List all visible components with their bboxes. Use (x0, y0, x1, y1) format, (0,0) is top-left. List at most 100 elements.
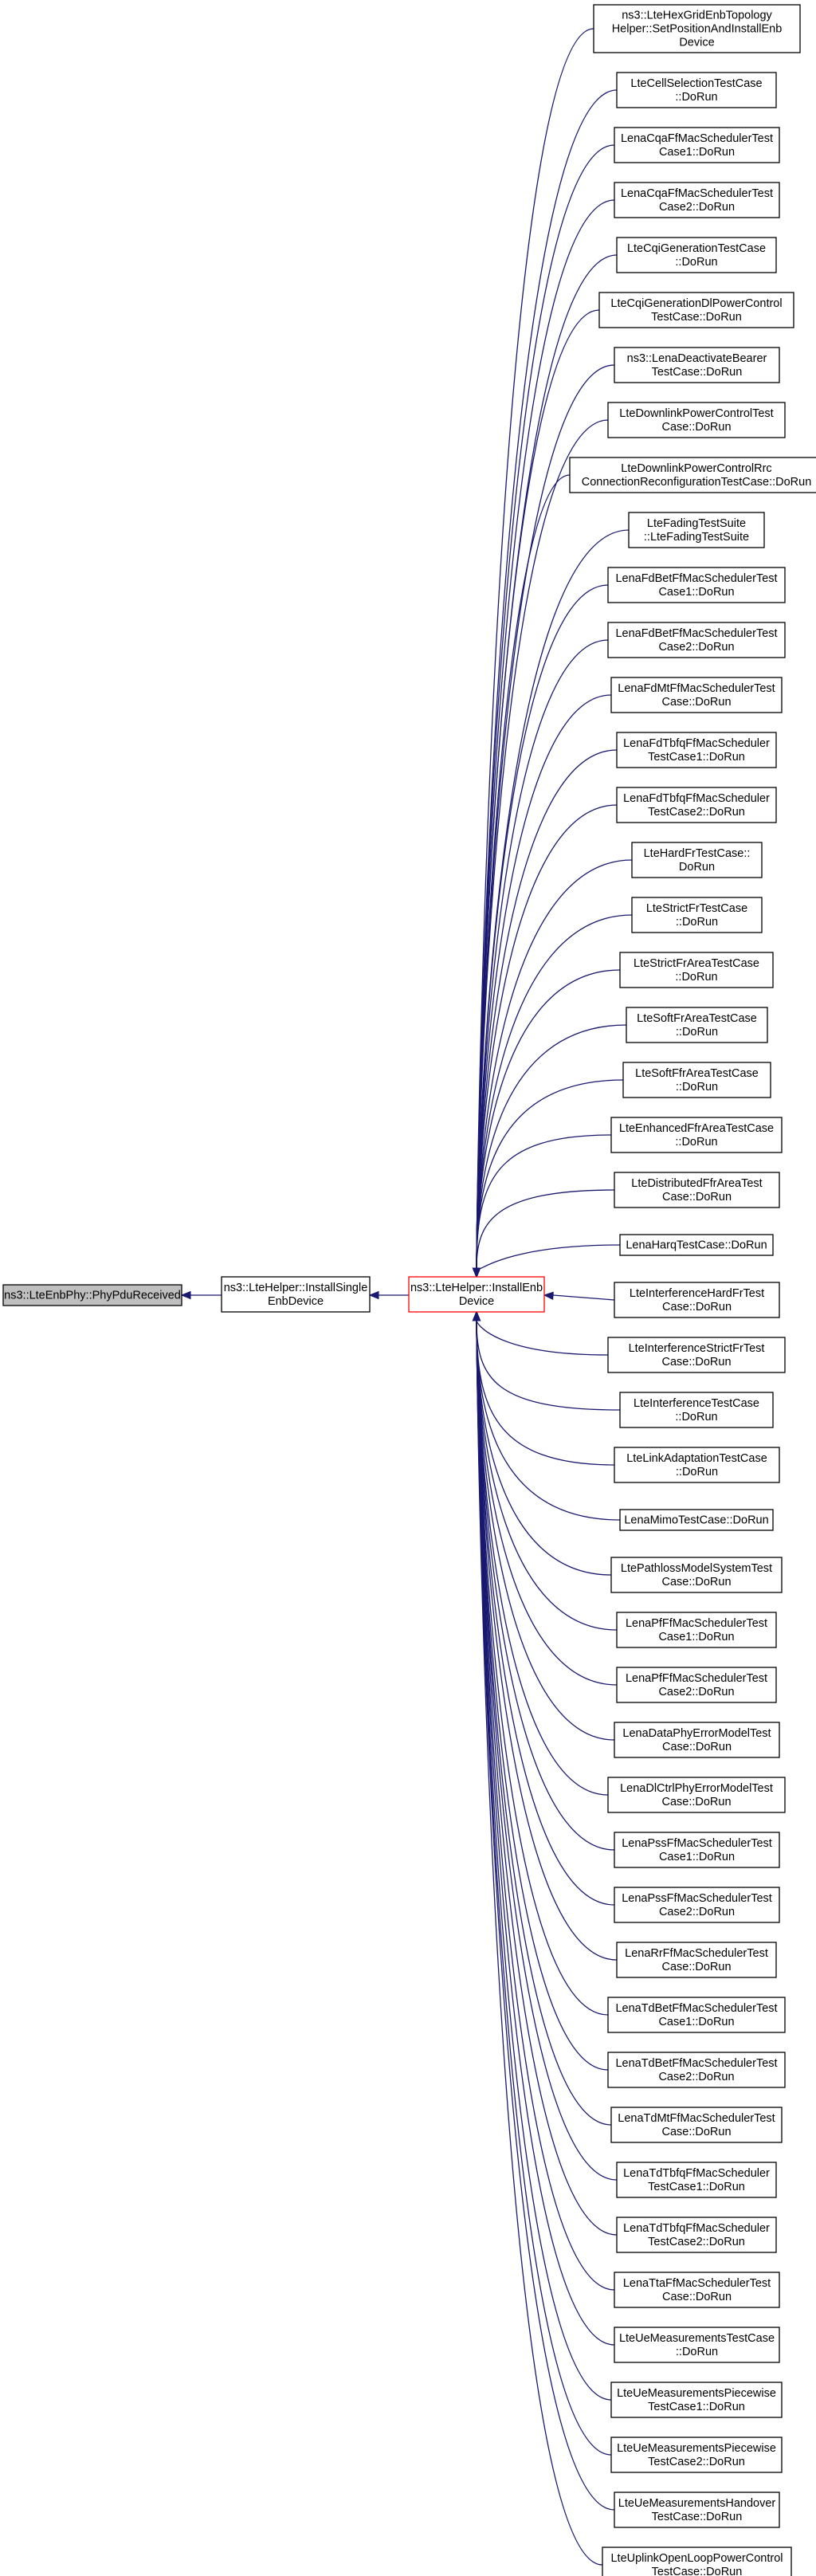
node-caller-c23-label-line: Case::DoRun (662, 1301, 732, 1314)
node-caller-c18[interactable]: LteSoftFrAreaTestCase::DoRun (626, 1007, 768, 1043)
node-caller-c16[interactable]: LteStrictFrTestCase::DoRun (631, 897, 763, 933)
node-caller-c0-box (593, 4, 801, 53)
node-caller-c7-label-line: Case::DoRun (661, 421, 731, 434)
node-caller-c14-label-line: TestCase2::DoRun (648, 806, 745, 819)
node-caller-c19-label-line: ::DoRun (676, 1081, 718, 1094)
node-caller-c26[interactable]: LteLinkAdaptationTestCase::DoRun (614, 1447, 780, 1483)
node-caller-c42-label-line: ::DoRun (676, 2346, 718, 2358)
edge-caller-46-to-installenb (472, 1310, 603, 2566)
node-caller-c2-label-line: Case1::DoRun (659, 146, 735, 159)
node-caller-c0-label-line: ns3::LteHexGridEnbTopology (622, 10, 772, 22)
node-caller-c29-label-line: LenaPfFfMacSchedulerTest (626, 1617, 767, 1630)
node-caller-c17[interactable]: LteStrictFrAreaTestCase::DoRun (619, 952, 774, 988)
edge-caller-34-to-installenb (472, 1310, 615, 1906)
node-caller-c27[interactable]: LenaMimoTestCase::DoRun (619, 1509, 774, 1531)
edge-caller-21-to-installenb (472, 1189, 615, 1278)
node-caller-c21-label-line: LteDistributedFfrAreaTest (631, 1177, 762, 1190)
edge-caller-40-to-installenb (472, 1310, 618, 2236)
node-caller-c8-label-line: LteDownlinkPowerControlRrc (621, 462, 771, 475)
node-caller-c0-label-line: Helper::SetPositionAndInstallEnb (612, 23, 783, 36)
node-caller-c36-box (607, 1997, 786, 2033)
node-caller-c4[interactable]: LteCqiGenerationTestCase::DoRun (616, 237, 777, 273)
node-caller-c46-label-line: LteUplinkOpenLoopPowerControl (610, 2552, 783, 2565)
node-caller-c46[interactable]: LteUplinkOpenLoopPowerControlTestCase::D… (602, 2547, 792, 2576)
node-caller-c42[interactable]: LteUeMeasurementsTestCase::DoRun (614, 2327, 780, 2363)
edge-caller-2-to-installenb (472, 144, 615, 1278)
node-caller-c1[interactable]: LteCellSelectionTestCase::DoRun (616, 72, 777, 108)
node-caller-c23-label-line: LteInterferenceHardFrTest (630, 1287, 764, 1300)
node-caller-c24-label-line: LteInterferenceStrictFrTest (629, 1342, 765, 1355)
node-caller-c44-label-line: LteUeMeasurementsPiecewise (617, 2442, 776, 2455)
node-caller-c24-box (607, 1337, 786, 1373)
node-caller-c8[interactable]: LteDownlinkPowerControlRrcConnectionReco… (569, 457, 816, 493)
node-caller-c19[interactable]: LteSoftFfrAreaTestCase::DoRun (622, 1062, 771, 1098)
node-caller-c43[interactable]: LteUeMeasurementsPiecewiseTestCase1::DoR… (610, 2382, 783, 2418)
node-caller-c33-box (614, 1832, 780, 1868)
node-caller-c5[interactable]: LteCqiGenerationDlPowerControlTestCase::… (598, 292, 794, 328)
node-caller-c16-label-line: ::DoRun (676, 916, 718, 929)
edge-caller-29-to-installenb (472, 1310, 618, 1631)
node-caller-c8-box (569, 457, 816, 493)
node-caller-c17-box (619, 952, 774, 988)
edge-installenb-to-installsingle (368, 1290, 409, 1300)
node-caller-c28-box (610, 1557, 783, 1593)
node-phypdu-received[interactable]: ns3::LteEnbPhy::PhyPduReceived (2, 1284, 182, 1306)
node-caller-c25[interactable]: LteInterferenceTestCase::DoRun (619, 1392, 774, 1428)
node-caller-c44[interactable]: LteUeMeasurementsPiecewiseTestCase2::DoR… (610, 2437, 783, 2473)
node-install-enb-device-label-line: Device (459, 1295, 494, 1308)
node-caller-c21-label-line: Case::DoRun (662, 1191, 732, 1204)
node-caller-c32-label-line: LenaDlCtrlPhyErrorModelTest (620, 1782, 773, 1795)
node-caller-c30-box (616, 1667, 777, 1703)
node-caller-c9-label-line: LteFadingTestSuite (647, 517, 746, 530)
node-caller-c22[interactable]: LenaHarqTestCase::DoRun (619, 1234, 774, 1256)
node-caller-c23-box (614, 1282, 780, 1318)
node-caller-c35-label-line: Case::DoRun (661, 1961, 731, 1973)
node-caller-c15[interactable]: LteHardFrTestCase::DoRun (631, 842, 763, 878)
node-caller-c10-box (607, 567, 786, 603)
node-caller-c21-box (614, 1172, 780, 1208)
node-caller-c31-label-line: LenaDataPhyErrorModelTest (622, 1727, 771, 1740)
node-caller-c31-label-line: Case::DoRun (662, 1741, 732, 1753)
node-phypdu-received-box (2, 1284, 182, 1306)
node-caller-c31-box (614, 1722, 780, 1758)
node-install-single-enb-device-label-line: ns3::LteHelper::InstallSingle (224, 1282, 368, 1294)
node-caller-c26-label-line: ::DoRun (676, 1466, 718, 1478)
node-caller-c24-label-line: Case::DoRun (661, 1356, 731, 1368)
node-caller-c6-box (614, 347, 780, 383)
node-caller-c9[interactable]: LteFadingTestSuite::LteFadingTestSuite (628, 512, 765, 548)
node-caller-c5-label-line: LteCqiGenerationDlPowerControl (610, 297, 782, 310)
node-caller-c20[interactable]: LteEnhancedFfrAreaTestCase::DoRun (610, 1117, 783, 1153)
node-caller-c43-box (610, 2382, 783, 2418)
node-caller-c0[interactable]: ns3::LteHexGridEnbTopologyHelper::SetPos… (593, 4, 801, 53)
node-caller-c41-label-line: LenaTtaFfMacSchedulerTest (623, 2277, 771, 2290)
